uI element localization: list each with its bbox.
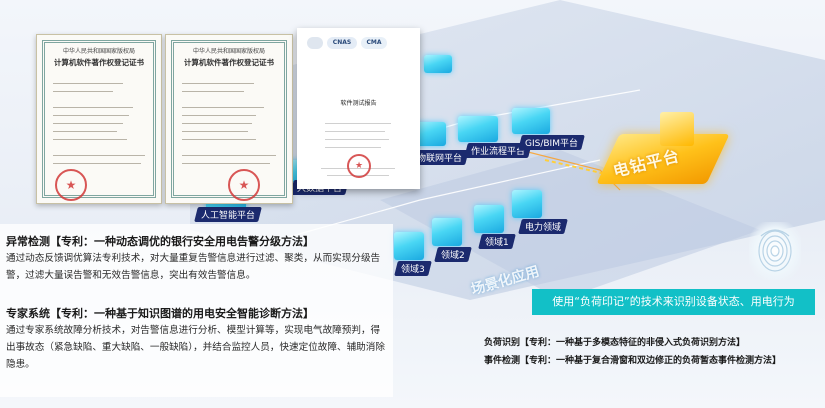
anomaly-detection-heading: 异常检测【专利：一种动态调优的银行安全用电告警分级方法】 bbox=[6, 235, 314, 248]
node-tile-domain1 bbox=[474, 205, 504, 233]
report-logo-cnas: CNAS bbox=[327, 37, 357, 49]
certificate-2-title: 计算机软件著作权登记证书 bbox=[184, 58, 274, 67]
node-label-domain1: 领域1 bbox=[478, 234, 516, 249]
platform-top-block bbox=[660, 112, 694, 146]
test-report: CNAS CMA 软件测试报告 ★ bbox=[297, 28, 420, 189]
node-label-gis: GIS/BIM平台 bbox=[518, 135, 585, 150]
node-tile-domain2 bbox=[432, 218, 462, 246]
expert-system-body: 通过专家系统故障分析技术，对告警信息进行分析、模型计算等，实现电气故障预判，得出… bbox=[6, 325, 385, 370]
load-identification-patent: 负荷识别【专利：一种基于多模态特征的非侵入式负荷识别方法】 bbox=[484, 338, 746, 348]
node-label-domain2: 领域2 bbox=[434, 247, 472, 262]
seal-icon: ★ bbox=[228, 169, 260, 201]
node-label-power: 电力领域 bbox=[518, 219, 568, 234]
report-logo-emblem bbox=[307, 37, 323, 49]
certificate-1-header: 中华人民共和国国家版权局 bbox=[62, 48, 135, 55]
certificate-1-title: 计算机软件著作权登记证书 bbox=[54, 58, 144, 67]
report-logo-cma: CMA bbox=[361, 37, 387, 49]
seal-icon: ★ bbox=[347, 154, 371, 178]
fingerprint-icon bbox=[749, 222, 801, 280]
anomaly-detection-body: 通过动态反馈调优算法专利技术，对大量重复告警信息进行过滤、聚类，从而实现分级告警… bbox=[6, 253, 381, 281]
node-label-ai: 人工智能平台 bbox=[194, 207, 262, 222]
load-signature-banner: 使用“负荷印记”的技术来识别设备状态、用电行为 bbox=[532, 289, 815, 315]
expert-system-heading: 专家系统【专利：一种基于知识图谱的用电安全智能诊断方法】 bbox=[6, 307, 314, 320]
node-tile-gis bbox=[512, 108, 550, 134]
node-tile-workflow bbox=[458, 116, 498, 142]
event-detection-patent: 事件检测【专利：一种基于复合滑窗和双边修正的负荷暂态事件检测方法】 bbox=[484, 356, 782, 366]
patent-text-panel: 异常检测【专利：一种动态调优的银行安全用电告警分级方法】 通过动态反馈调优算法专… bbox=[0, 224, 393, 397]
node-label-domain3: 领域3 bbox=[394, 261, 432, 276]
node-tile-domain3 bbox=[394, 232, 424, 260]
node-tile-power bbox=[512, 190, 542, 218]
report-title: 软件测试报告 bbox=[340, 100, 377, 107]
seal-icon: ★ bbox=[55, 169, 87, 201]
node-tile-top bbox=[424, 55, 452, 73]
certificate-1: 中华人民共和国国家版权局 计算机软件著作权登记证书 ★ bbox=[36, 34, 162, 204]
certificate-2: 中华人民共和国国家版权局 计算机软件著作权登记证书 ★ bbox=[165, 34, 293, 204]
certificate-2-header: 中华人民共和国国家版权局 bbox=[192, 48, 265, 55]
